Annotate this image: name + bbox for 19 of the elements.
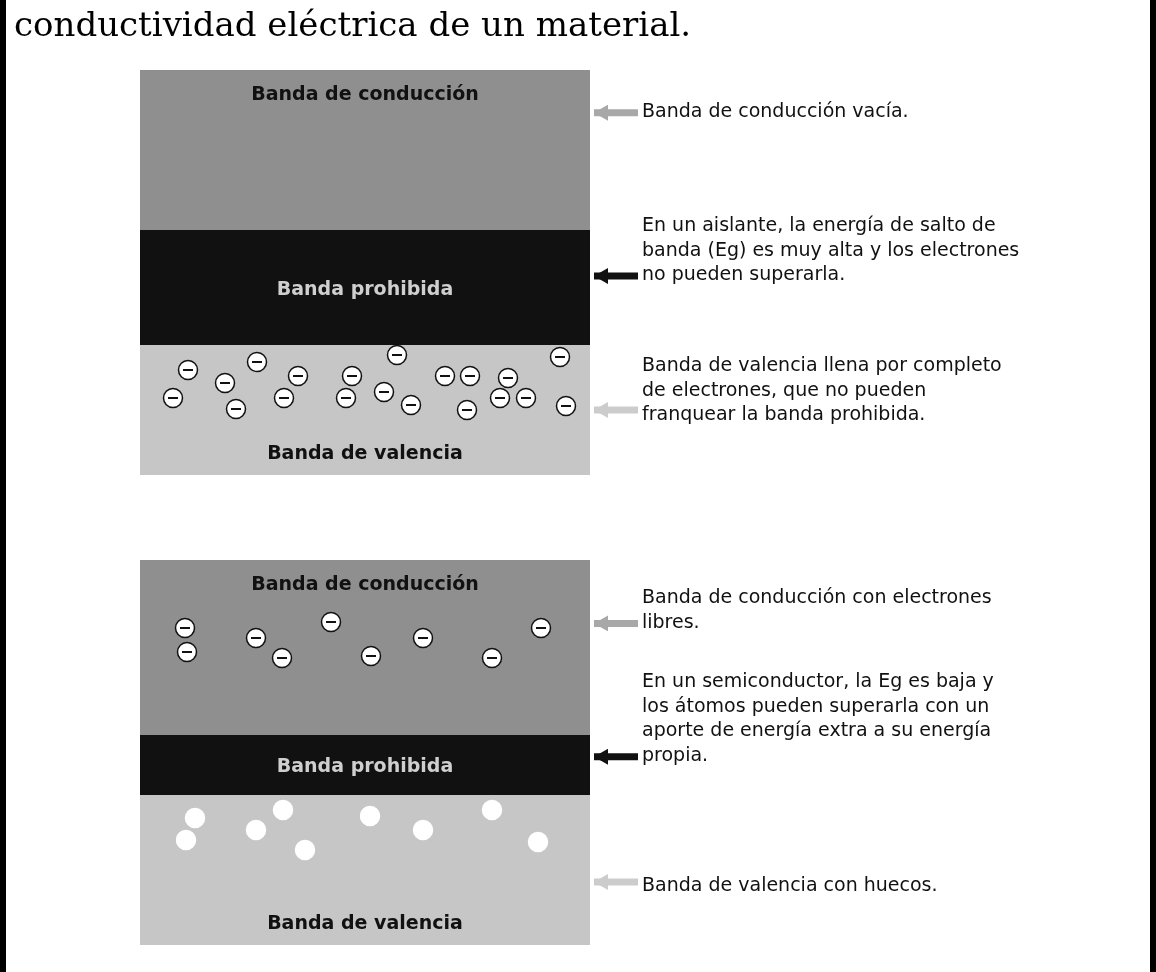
- valence-band: [140, 345, 590, 475]
- callout-text: En un semiconductor, la Eg es baja y los átomos pueden superarla con un aporte de energía extra a su energía propia.: [642, 668, 1022, 767]
- band-title: Banda de valencia: [267, 911, 463, 933]
- band-title: Banda de conducción: [251, 572, 479, 594]
- band-title: Banda prohibida: [276, 754, 454, 776]
- forbidden-band: [140, 230, 590, 345]
- callout-text: Banda de conducción con electrones libres.: [642, 584, 1002, 634]
- callout-text: Banda de valencia llena por completo de electrones, que no pueden franquear la banda prohibida.: [642, 352, 1022, 427]
- forbidden-band: [140, 735, 590, 795]
- conduction-band: [140, 70, 590, 230]
- conduction-band: [140, 560, 590, 735]
- valence-band: [140, 795, 590, 945]
- callout-text: En un aislante, la energía de salto de banda (Eg) es muy alta y los electrones no pueden superarla.: [642, 212, 1022, 287]
- callout-text: Banda de conducción vacía.: [642, 98, 1002, 123]
- band-title: Banda de conducción: [251, 82, 479, 104]
- band-title: Banda de valencia: [267, 441, 463, 463]
- caption-text: conductividad eléctrica de un material.: [14, 4, 692, 44]
- callout-text: Banda de valencia con huecos.: [642, 872, 1002, 897]
- band-title: Banda prohibida: [276, 276, 454, 299]
